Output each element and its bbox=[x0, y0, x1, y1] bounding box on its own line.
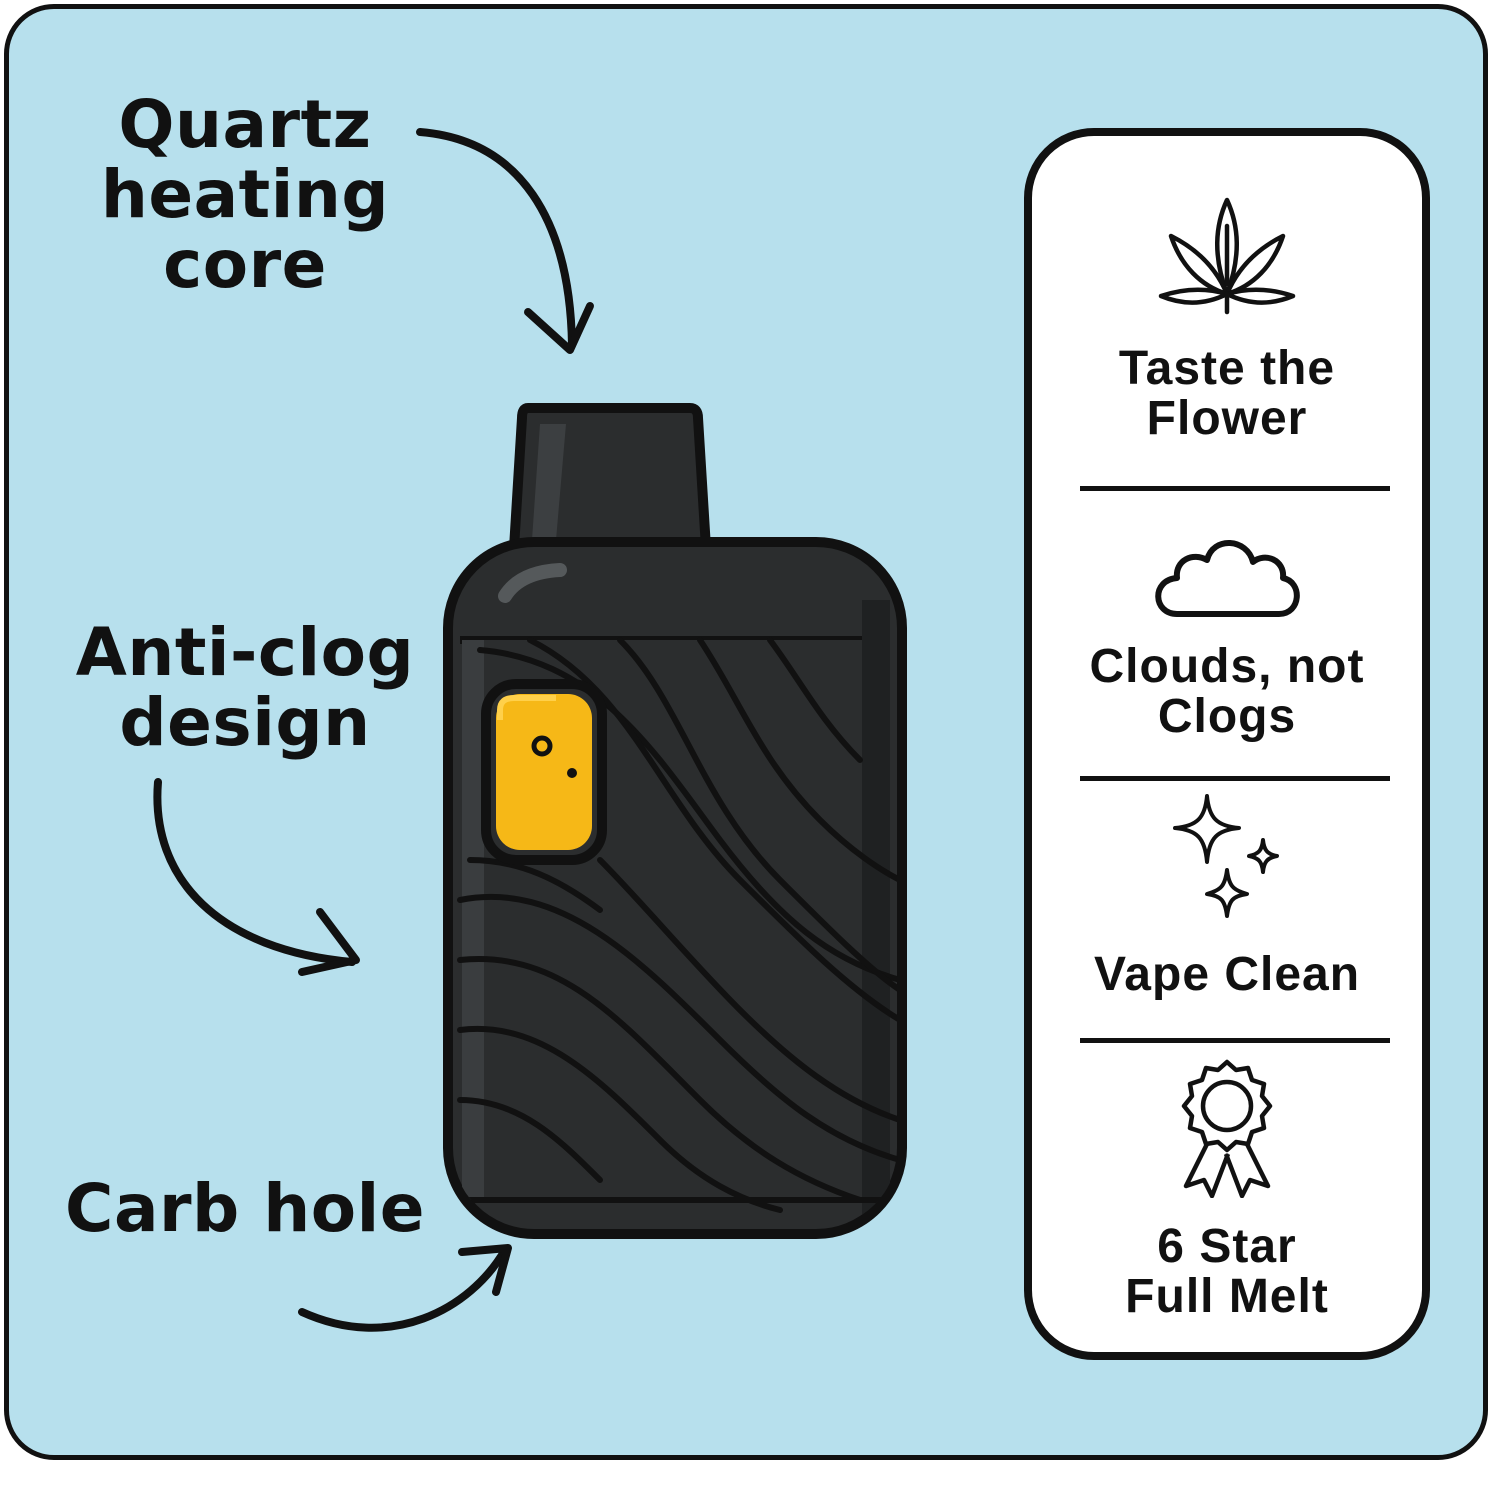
arrow-to-body bbox=[153, 778, 356, 966]
divider-2 bbox=[1080, 776, 1390, 781]
cannabis-leaf-icon bbox=[1158, 197, 1296, 315]
window-dot-small bbox=[567, 768, 577, 778]
feature-clouds-not-clogs: Clouds, not Clogs bbox=[1032, 530, 1422, 742]
sparkles-icon bbox=[1173, 794, 1279, 918]
arrowhead-mouthpiece bbox=[524, 302, 594, 354]
divider-3 bbox=[1080, 1038, 1390, 1043]
feature-taste-the-flower: Taste the Flower bbox=[1032, 196, 1422, 444]
callout-anti-clog-design: Anti-clog design bbox=[75, 614, 415, 761]
divider-1 bbox=[1080, 486, 1390, 491]
callout-quartz-heating-core: Quartz heating core bbox=[100, 86, 390, 303]
feature-6-star-full-melt: 6 Star Full Melt bbox=[1032, 1058, 1422, 1322]
arrowhead-carb-hole bbox=[458, 1244, 512, 1296]
arrow-to-carb-hole bbox=[298, 1246, 509, 1332]
arrow-to-mouthpiece bbox=[416, 128, 576, 349]
cloud-icon bbox=[1155, 540, 1300, 617]
award-ribbon-icon bbox=[1181, 1059, 1273, 1198]
arrowhead-body bbox=[298, 908, 360, 976]
feature-vape-clean: Vape Clean bbox=[1032, 792, 1422, 1000]
feature-card: Taste the Flower Clouds, not Clogs Vape … bbox=[1024, 128, 1430, 1360]
callout-carb-hole: Carb hole bbox=[65, 1170, 425, 1247]
window-dot-large bbox=[531, 735, 553, 757]
